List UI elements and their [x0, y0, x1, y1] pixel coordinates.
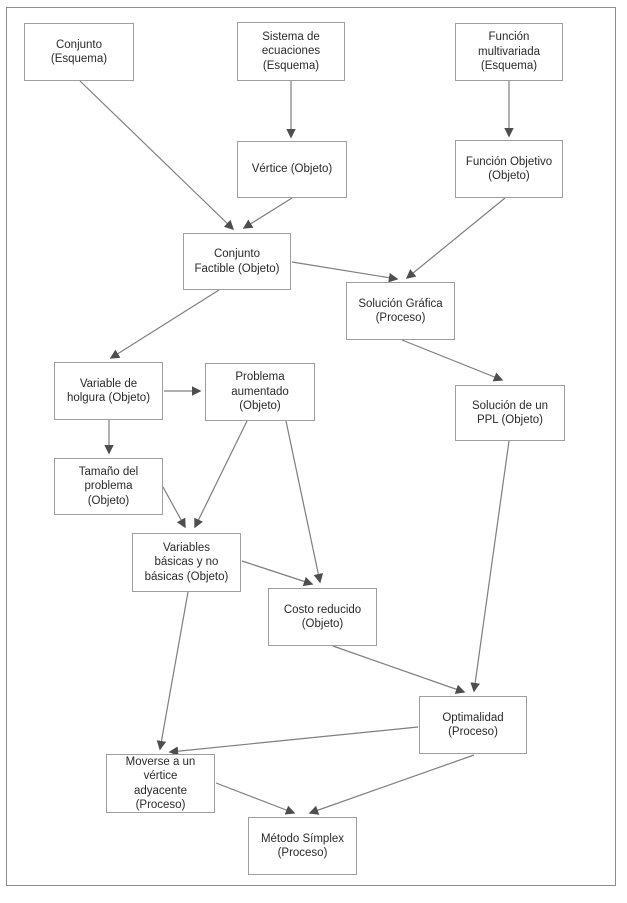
- node-metodo-simplex: Método Símplex (Proceso): [248, 817, 357, 875]
- edge-variables-basicas-to-costo-reducido: [241, 560, 314, 587]
- edge-conjunto-factible-to-variable-holgura: [109, 289, 220, 359]
- edge-variables-basicas-to-moverse-vertice: [156, 591, 189, 751]
- node-vertice: Vértice (Objeto): [237, 141, 347, 198]
- node-variable-holgura: Variable de holgura (Objeto): [54, 362, 163, 420]
- node-moverse-vertice: Moverse a un vértice adyacente (Proceso): [106, 754, 215, 813]
- edge-problema-aumentado-to-variables-basicas: [194, 420, 248, 529]
- edge-optimalidad-to-moverse-vertice: [168, 726, 419, 756]
- node-solucion-ppl: Solución de un PPL (Objeto): [455, 385, 565, 441]
- edge-tamano-problema-to-variables-basicas: [162, 486, 186, 529]
- edge-optimalidad-to-metodo-simplex: [308, 754, 475, 815]
- edge-solucion-ppl-to-optimalidad: [470, 440, 510, 693]
- edge-conjunto-factible-to-solucion-grafica: [291, 261, 399, 283]
- node-variables-basicas: Variables básicas y no básicas (Objeto): [132, 533, 241, 592]
- node-sistema-ecuaciones: Sistema de ecuaciones (Esquema): [237, 22, 345, 81]
- node-problema-aumentado: Problema aumentado (Objeto): [205, 363, 315, 421]
- edge-problema-aumentado-to-costo-reducido: [285, 420, 324, 584]
- edge-conjunto-to-conjunto-factible: [79, 80, 235, 231]
- node-optimalidad: Optimalidad (Proceso): [419, 696, 527, 754]
- edge-costo-reducido-to-optimalidad: [332, 645, 466, 694]
- edge-solucion-grafica-to-solucion-ppl: [401, 339, 504, 382]
- node-costo-reducido: Costo reducido (Objeto): [268, 588, 377, 646]
- node-funcion-multivariada: Función multivariada (Esquema): [455, 23, 563, 81]
- node-funcion-objetivo: Función Objetivo (Objeto): [455, 140, 563, 198]
- edge-moverse-vertice-to-metodo-simplex: [215, 782, 296, 815]
- node-solucion-grafica: Solución Gráfica (Proceso): [346, 282, 455, 340]
- edge-vertice-to-conjunto-factible: [242, 197, 293, 229]
- node-tamano-problema: Tamaño del problema (Objeto): [54, 458, 163, 515]
- diagram-frame-border: [6, 7, 616, 886]
- node-conjunto: Conjunto (Esquema): [24, 23, 134, 81]
- node-conjunto-factible: Conjunto Factible (Objeto): [183, 233, 291, 290]
- edge-funcion-objetivo-to-solucion-grafica: [405, 197, 506, 279]
